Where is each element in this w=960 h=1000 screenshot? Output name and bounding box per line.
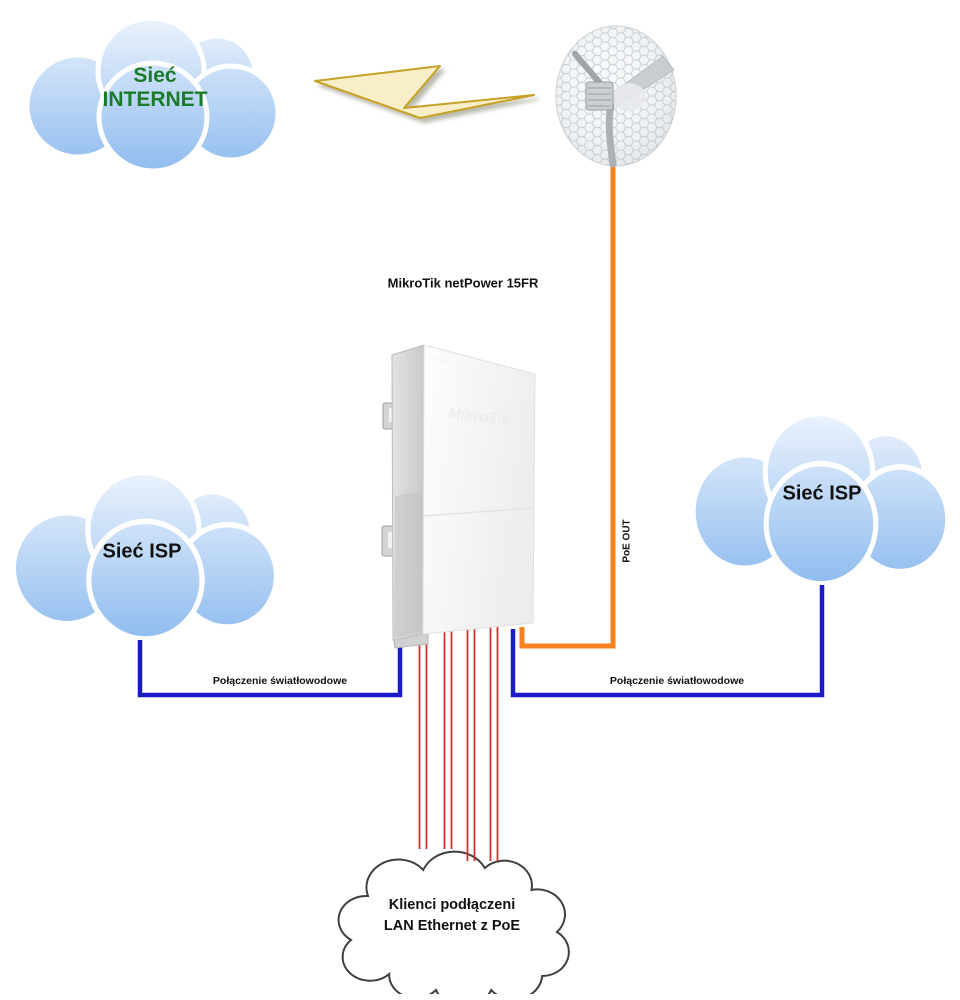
device-front-face bbox=[422, 344, 536, 635]
lan-cable-4 bbox=[489, 626, 499, 861]
device-seam bbox=[423, 507, 534, 517]
clients-cloud-label-line2: LAN Ethernet z PoE bbox=[383, 918, 521, 934]
fiber-cable-right bbox=[510, 582, 825, 698]
lan-cables bbox=[418, 626, 499, 861]
lan-cable-1 bbox=[418, 632, 428, 849]
lan-cable-3 bbox=[466, 628, 476, 861]
isp-cloud-left bbox=[10, 469, 280, 640]
netpower-device-icon: MikroTik bbox=[381, 344, 536, 649]
dish-arm-bottom bbox=[605, 102, 617, 168]
lightning-bolt-icon bbox=[314, 65, 535, 119]
dish-feed-box bbox=[585, 81, 614, 111]
poe-out-label: PoE OUT bbox=[621, 519, 633, 563]
dish-feed-ribs bbox=[588, 87, 611, 107]
dish-center-plate bbox=[612, 83, 646, 111]
device-side-vent bbox=[394, 491, 422, 638]
device-top-ridge bbox=[429, 357, 529, 383]
device-ghost-logo: MikroTik bbox=[448, 405, 512, 428]
lightning-bolt-shape bbox=[314, 65, 535, 119]
lan-cable-2 bbox=[443, 630, 453, 849]
mount-clip-bottom-slot bbox=[388, 532, 395, 548]
clients-cloud bbox=[334, 840, 574, 994]
fiber-label-right: Połączenie światłowodowe bbox=[609, 675, 745, 687]
lhg-antenna-icon bbox=[555, 25, 677, 168]
internet-cloud-label-line1: Sieć bbox=[133, 64, 177, 87]
device-title: MikroTik netPower 15FR bbox=[387, 275, 539, 291]
internet-cloud-label: Sieć INTERNET bbox=[103, 64, 208, 112]
internet-cloud-label-line2: INTERNET bbox=[102, 88, 208, 111]
isp-cloud-left-label: Sieć ISP bbox=[102, 540, 182, 563]
isp-cloud-right-label: Sieć ISP bbox=[782, 482, 862, 505]
isp-cloud-left-shape bbox=[10, 469, 280, 640]
isp-cloud-right bbox=[690, 410, 951, 585]
fiber-cable-left bbox=[137, 638, 403, 698]
clients-cloud-label: Klienci podłączeni LAN Ethernet z PoE bbox=[384, 895, 520, 937]
poe-cable bbox=[519, 166, 616, 649]
fiber-label-left: Połączenie światłowodowe bbox=[212, 675, 348, 687]
clients-cloud-label-line1: Klienci podłączeni bbox=[388, 897, 516, 913]
internet-cloud-shape bbox=[24, 15, 281, 172]
clients-cloud-shape bbox=[339, 852, 569, 994]
isp-cloud-right-shape bbox=[690, 410, 951, 585]
internet-cloud bbox=[24, 15, 281, 172]
